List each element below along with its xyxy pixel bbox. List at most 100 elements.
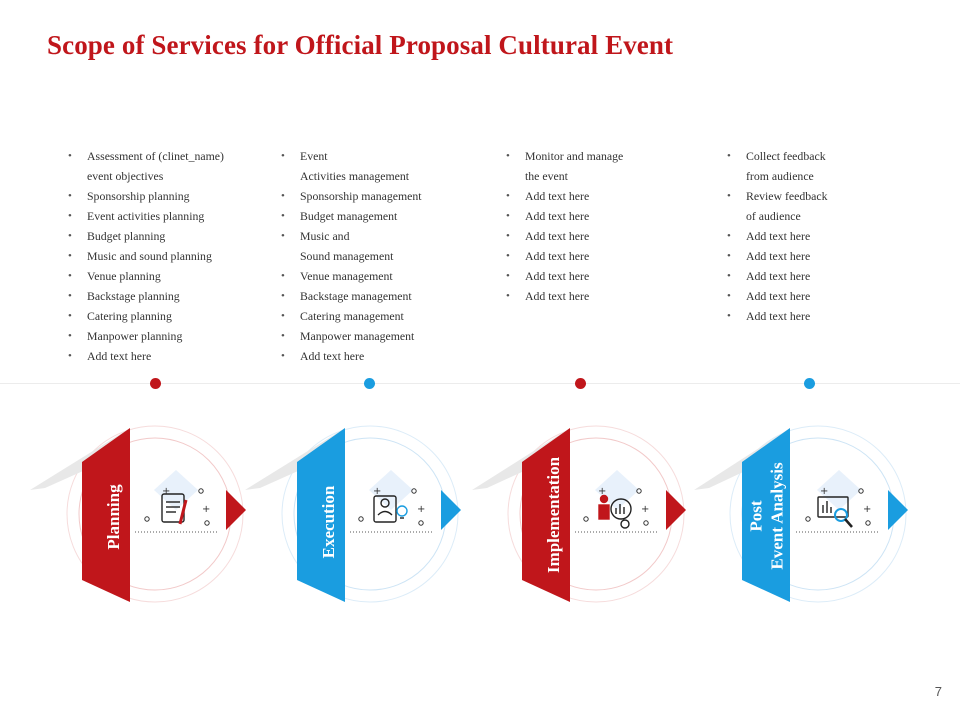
- person-lightbulb-icon: [373, 495, 408, 523]
- circle-mark: [358, 516, 364, 522]
- circle-mark: [858, 488, 864, 494]
- circle-mark: [198, 488, 204, 494]
- circle-mark: [418, 520, 424, 526]
- timeline-line: [0, 383, 960, 384]
- list-item: Collect feedback from audience: [727, 146, 917, 186]
- page-title: Scope of Services for Official Proposal …: [47, 30, 674, 60]
- plus-mark: +: [641, 504, 649, 515]
- page-number: 7: [934, 684, 942, 699]
- stage-arrow: [666, 490, 686, 530]
- list-item: Backstage planning: [68, 286, 258, 306]
- list-item: Event Activities management: [281, 146, 471, 186]
- stage-label-band: [82, 428, 130, 602]
- plus-mark: +: [863, 504, 871, 515]
- list-item: Add text here: [727, 286, 917, 306]
- timeline-dot: [150, 378, 161, 389]
- list-item: Add text here: [68, 346, 258, 366]
- stages-graphic: + + Planning + + Execution: [30, 425, 908, 603]
- list-item: Manpower management: [281, 326, 471, 346]
- stage-label: Implementation: [544, 456, 563, 573]
- list-item: Assessment of (clinet_name) event object…: [68, 146, 258, 186]
- plus-mark: +: [202, 504, 210, 515]
- list-item: Budget planning: [68, 226, 258, 246]
- list-item: Add text here: [506, 266, 696, 286]
- timeline-dot: [804, 378, 815, 389]
- list-item: Add text here: [727, 226, 917, 246]
- plus-mark: +: [598, 486, 606, 497]
- stage-arrow: [226, 490, 246, 530]
- list-item: Add text here: [506, 206, 696, 226]
- stage-ring-outer: [729, 425, 907, 603]
- list-item: Manpower planning: [68, 326, 258, 346]
- stage-ring-outer: [66, 425, 244, 603]
- list-item: Event activities planning: [68, 206, 258, 226]
- stage-ring-outer: [507, 425, 685, 603]
- circle-mark: [643, 520, 649, 526]
- list-item: Add text here: [506, 186, 696, 206]
- timeline-dot: [364, 378, 375, 389]
- list-item: Venue planning: [68, 266, 258, 286]
- diamond-accent: [369, 470, 413, 510]
- clipboard-pencil-icon: [161, 493, 188, 525]
- list-item: Add text here: [506, 286, 696, 306]
- column-planning: Assessment of (clinet_name) event object…: [68, 146, 258, 366]
- stage-ring-outer: [281, 425, 459, 603]
- bullet-list: Assessment of (clinet_name) event object…: [68, 146, 258, 366]
- list-item: Catering management: [281, 306, 471, 326]
- stage-implementation: + + Implementation: [472, 425, 686, 603]
- timeline-dot: [575, 378, 586, 389]
- column-execution: Event Activities managementSponsorship m…: [281, 146, 471, 366]
- list-item: Add text here: [281, 346, 471, 366]
- plus-mark: +: [820, 486, 828, 497]
- column-post-event: Collect feedback from audienceReview fee…: [727, 146, 917, 326]
- stage-execution: + + Execution: [245, 425, 461, 603]
- circle-mark: [865, 520, 871, 526]
- list-item: Add text here: [727, 246, 917, 266]
- circle-mark: [805, 516, 811, 522]
- stage-shadow: [472, 428, 570, 490]
- stage-arrow: [441, 490, 461, 530]
- stage-planning: + + Planning: [30, 425, 246, 603]
- stage-label: Planning: [104, 484, 123, 550]
- column-implementation: Monitor and manage the eventAdd text her…: [506, 146, 696, 306]
- list-item: Add text here: [506, 246, 696, 266]
- plus-mark: +: [417, 504, 425, 515]
- list-item: Add text here: [727, 266, 917, 286]
- stage-arrow: [888, 490, 908, 530]
- stage-shadow: [694, 428, 790, 490]
- list-item: Venue management: [281, 266, 471, 286]
- stage-shadow: [245, 428, 345, 490]
- list-item: Catering planning: [68, 306, 258, 326]
- diamond-accent: [817, 470, 861, 510]
- list-item: Sponsorship planning: [68, 186, 258, 206]
- plus-mark: +: [373, 486, 381, 497]
- bullet-list: Collect feedback from audienceReview fee…: [727, 146, 917, 326]
- plus-mark: +: [162, 486, 170, 497]
- circle-mark: [411, 488, 417, 494]
- circle-mark: [144, 516, 150, 522]
- stage-label-band: [297, 428, 345, 602]
- stage-shadow: [30, 428, 130, 490]
- circle-mark: [636, 488, 642, 494]
- stage-label-band: [522, 428, 570, 602]
- circle-mark: [583, 516, 589, 522]
- list-item: Add text here: [727, 306, 917, 326]
- person-gear-chart-icon: [598, 494, 632, 529]
- diamond-accent: [154, 470, 198, 510]
- list-item: Add text here: [506, 226, 696, 246]
- list-item: Review feedback of audience: [727, 186, 917, 226]
- list-item: Music and Sound management: [281, 226, 471, 266]
- bullet-list: Event Activities managementSponsorship m…: [281, 146, 471, 366]
- chart-magnifier-icon: [817, 496, 853, 528]
- stage-label-band: [742, 428, 790, 602]
- list-item: Sponsorship management: [281, 186, 471, 206]
- list-item: Backstage management: [281, 286, 471, 306]
- list-item: Music and sound planning: [68, 246, 258, 266]
- stage-label: Execution: [319, 485, 338, 558]
- list-item: Monitor and manage the event: [506, 146, 696, 186]
- bullet-list: Monitor and manage the eventAdd text her…: [506, 146, 696, 306]
- list-item: Budget management: [281, 206, 471, 226]
- circle-mark: [204, 520, 210, 526]
